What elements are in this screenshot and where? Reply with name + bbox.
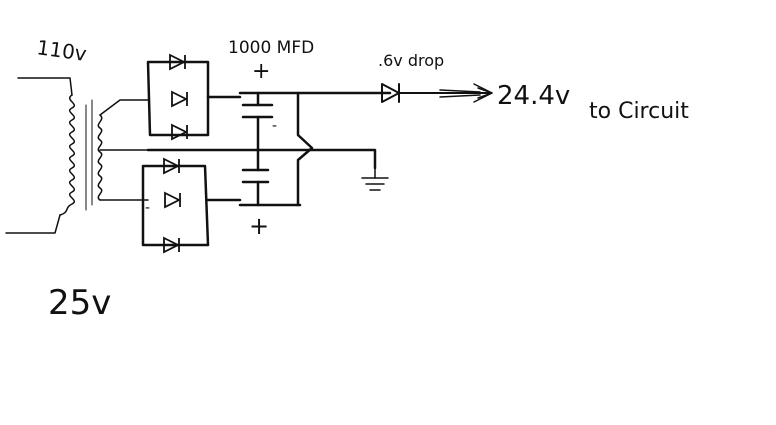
plus-sign-top: + bbox=[252, 59, 270, 84]
destination-label: to Circuit bbox=[589, 99, 689, 124]
diode-drop-label: .6v drop bbox=[378, 51, 444, 70]
diode-icon bbox=[163, 236, 181, 254]
upper-diode-bank bbox=[146, 60, 242, 137]
plus-sign-bottom: + bbox=[249, 212, 269, 240]
secondary-voltage-label: 25v bbox=[48, 283, 111, 323]
output-switch bbox=[296, 91, 314, 207]
output-voltage-label: 24.4v bbox=[497, 81, 570, 111]
transformer-core bbox=[85, 99, 93, 211]
arrow-right-icon bbox=[439, 83, 493, 103]
ground-icon bbox=[361, 167, 389, 191]
capacitor-value-label: 1000 MFD bbox=[228, 38, 314, 58]
minus-mark: - bbox=[272, 118, 277, 134]
diode-icon bbox=[171, 123, 189, 141]
input-voltage-label: 110v bbox=[35, 35, 88, 66]
diode-icon bbox=[171, 90, 189, 108]
diode-icon bbox=[163, 157, 181, 175]
diode-icon bbox=[169, 53, 187, 71]
capacitor-stack bbox=[146, 91, 392, 207]
diode-icon bbox=[164, 191, 182, 209]
bottom-mark: - bbox=[145, 200, 150, 216]
output-diode bbox=[381, 83, 491, 103]
lower-diode-bank bbox=[141, 164, 242, 247]
secondary-winding bbox=[97, 99, 149, 201]
primary-winding bbox=[5, 77, 75, 234]
